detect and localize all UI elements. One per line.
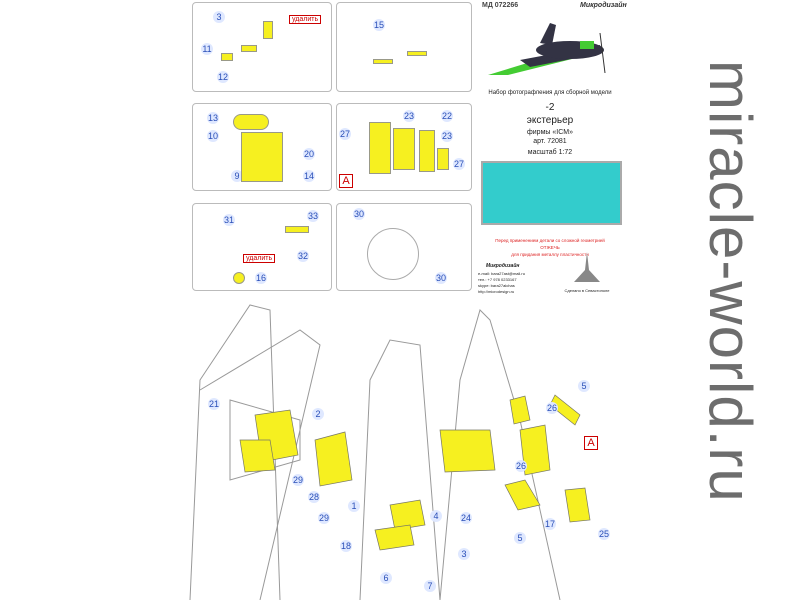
contact-brand: Микродизайн <box>486 263 520 269</box>
part-number: 16 <box>255 272 267 284</box>
etched-part <box>369 122 391 174</box>
model-name: -2 <box>545 102 555 113</box>
part-number: 7 <box>424 580 436 592</box>
article-number: арт. 72081 <box>533 138 567 145</box>
part-number: 33 <box>307 210 319 222</box>
part-number: 3 <box>213 11 225 23</box>
part-number: 29 <box>292 474 304 486</box>
warning-line-2: ОТЖЕЧЬ <box>540 245 560 250</box>
part-number: 4 <box>430 510 442 522</box>
etched-part <box>241 132 283 182</box>
kit-type: экстерьер <box>526 115 574 126</box>
brand-logo: Микродизайн <box>580 2 627 9</box>
part-number: 27 <box>339 128 351 140</box>
part-number: 22 <box>441 110 453 122</box>
part-number: 23 <box>403 110 415 122</box>
panel-5: 31 33 32 16 удалить <box>192 203 332 291</box>
part-number: 13 <box>207 112 219 124</box>
etched-part <box>233 114 269 130</box>
part-number: 25 <box>598 528 610 540</box>
engine-cowling-drawing <box>367 228 419 280</box>
part-number: 10 <box>207 130 219 142</box>
etched-part <box>393 128 415 170</box>
part-number: 5 <box>514 532 526 544</box>
part-number: 29 <box>318 512 330 524</box>
part-number: 28 <box>308 491 320 503</box>
label-a: A <box>584 436 598 450</box>
part-number: 20 <box>303 148 315 160</box>
etched-part <box>407 51 427 56</box>
remove-label: удалить <box>243 254 276 263</box>
etched-part <box>233 272 245 284</box>
contact-email: e-mail: bara27ast@mail.ru <box>478 271 525 276</box>
part-number: 26 <box>546 402 558 414</box>
manufacturer: фирмы «ICM» <box>527 129 573 136</box>
panel-1: 3 11 12 удалить <box>192 2 332 92</box>
panel-6: 30 30 <box>336 203 472 291</box>
part-number: 26 <box>515 460 527 472</box>
part-number: 15 <box>373 19 385 31</box>
part-number: 23 <box>441 130 453 142</box>
aircraft-image <box>488 23 606 75</box>
monument-icon <box>574 252 600 282</box>
contact-skype: skype: bara27alchas <box>478 283 515 288</box>
part-number: 17 <box>544 518 556 530</box>
scale: масштаб 1:72 <box>527 149 573 156</box>
part-number: 3 <box>458 548 470 560</box>
made-in: Сделано в Севастополе <box>564 288 610 293</box>
kit-subtitle: Набор фотографления для сборной модели <box>488 90 612 96</box>
panel-3: 13 10 9 20 14 <box>192 103 332 191</box>
part-number: 30 <box>353 208 365 220</box>
part-number: 21 <box>208 398 220 410</box>
etched-part <box>263 21 273 39</box>
etched-part <box>437 148 449 170</box>
warning-line-1: Перед применением детали со сложной геом… <box>495 238 605 243</box>
part-number: 30 <box>435 272 447 284</box>
part-number: 12 <box>217 71 229 83</box>
contact-phone: тел.: +7 978 0233167 <box>478 277 517 282</box>
etched-part <box>221 53 233 61</box>
etched-part <box>285 226 309 233</box>
part-number: 5 <box>578 380 590 392</box>
etched-part <box>373 59 393 64</box>
product-code: МД 072266 <box>482 2 519 9</box>
panel-4: 27 23 22 23 27 A <box>336 103 472 191</box>
remove-label: удалить <box>289 15 322 24</box>
watermark: miracle-world.ru <box>697 60 764 503</box>
label-a: A <box>339 174 353 188</box>
part-number: 2 <box>312 408 324 420</box>
part-number: 9 <box>231 170 243 182</box>
panel-2: 15 <box>336 2 472 92</box>
part-number: 11 <box>201 43 213 55</box>
fret-image <box>481 161 622 225</box>
etched-part <box>419 130 435 172</box>
part-number: 6 <box>380 572 392 584</box>
part-number: 1 <box>348 500 360 512</box>
warning-line-3: для придания металлу пластичности <box>511 252 589 257</box>
part-number: 24 <box>460 512 472 524</box>
part-number: 32 <box>297 250 309 262</box>
part-number: 14 <box>303 170 315 182</box>
contact-site: http://microdesign.ru <box>478 289 515 294</box>
part-number: 27 <box>453 158 465 170</box>
part-number: 18 <box>340 540 352 552</box>
etched-part <box>241 45 257 52</box>
part-number: 31 <box>223 214 235 226</box>
